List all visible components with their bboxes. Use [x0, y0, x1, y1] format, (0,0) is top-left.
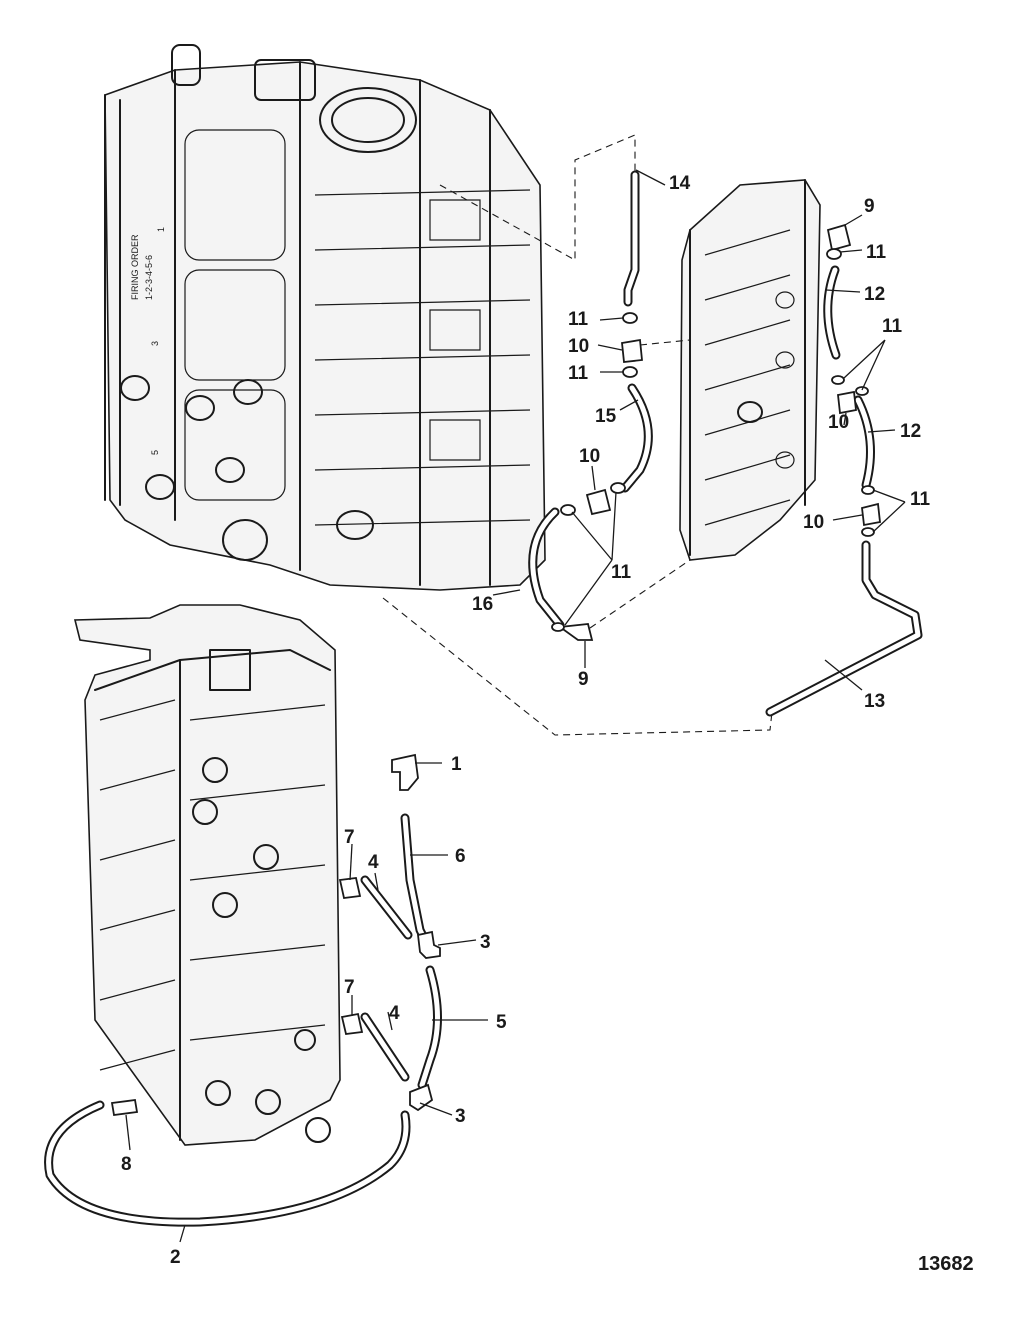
hose-2	[44, 1100, 411, 1227]
clamp-11-i	[610, 482, 626, 494]
callout-11-d: 11	[882, 316, 903, 337]
callout-11-f: 11	[611, 562, 632, 583]
stamp-cylinder-5: 5	[150, 450, 160, 455]
hose-6	[400, 813, 430, 945]
stamp-cylinder-1: 1	[156, 227, 166, 232]
dashed-line-10	[639, 339, 691, 346]
clamp-11-f	[861, 485, 875, 495]
callout-11-b: 11	[568, 363, 589, 384]
nipple-fitting-7-lower	[340, 1012, 364, 1035]
callout-3-lower: 3	[455, 1106, 466, 1127]
tee-fitting-10-d	[861, 502, 881, 527]
callout-11-c: 11	[866, 242, 887, 263]
callout-labels: 1 2 3 3 4 4 5 6 7 7 8 9 9 10 10 10 10 11…	[121, 173, 931, 1268]
lower-crankcase	[73, 604, 341, 1146]
dashed-line-14	[439, 134, 636, 261]
dashed-line-9-cover	[589, 559, 691, 629]
hose-13	[765, 540, 923, 717]
clamp-11-g	[861, 527, 875, 537]
callout-7-lower: 7	[344, 977, 355, 998]
clamp-11-h	[560, 504, 576, 516]
firing-order-stamp: FIRING ORDER 1-2-3-4-5-6 1 3 5	[130, 227, 166, 455]
hose-5	[417, 965, 442, 1090]
clamp-11-c	[826, 248, 842, 260]
tee-fitting-10-c	[837, 390, 857, 415]
callout-4-lower: 4	[389, 1003, 400, 1024]
clamp-11-e	[855, 386, 869, 396]
tee-fitting-10-b	[585, 488, 612, 516]
hose-16	[528, 507, 565, 630]
callout-8: 8	[121, 1154, 132, 1175]
callout-10-c: 10	[828, 412, 849, 433]
elbow-fitting-9-upper	[826, 223, 852, 252]
callout-13: 13	[864, 691, 885, 712]
dashed-line-9	[382, 597, 773, 736]
callout-14: 14	[669, 173, 691, 194]
callout-6: 6	[455, 846, 466, 867]
callout-10-a: 10	[568, 336, 589, 357]
figure-number: 13682	[918, 1253, 974, 1275]
callout-12-upper: 12	[864, 284, 885, 305]
assembly-reference-lines	[382, 134, 773, 736]
clamp-11-d	[831, 375, 845, 385]
stamp-firing-sequence: 1-2-3-4-5-6	[144, 255, 154, 300]
hose-12-upper	[823, 265, 841, 360]
hose-15	[620, 383, 653, 493]
stamp-firing-order: FIRING ORDER	[130, 234, 140, 300]
crankcase-cover-plate	[679, 179, 821, 561]
nipple-fitting-8	[110, 1098, 139, 1117]
nipple-fitting-7-upper	[338, 877, 362, 899]
hose-4-lower	[360, 1012, 410, 1082]
callout-16: 16	[472, 594, 493, 615]
hose-14	[623, 170, 640, 307]
elbow-fitting-1	[391, 753, 419, 791]
elbow-fitting-9-lower	[557, 623, 594, 641]
callout-12-lower: 12	[900, 421, 921, 442]
clamp-11-j	[551, 622, 565, 632]
callout-4-upper: 4	[368, 852, 379, 873]
callout-1: 1	[451, 754, 462, 775]
clamp-11-a	[622, 312, 638, 324]
tee-fitting-3-upper	[417, 930, 441, 959]
hose-12-lower	[853, 395, 875, 490]
tee-fitting-10-a	[621, 338, 643, 363]
hose-4-upper	[360, 875, 413, 940]
callout-11-a: 11	[568, 309, 589, 330]
callout-7-upper: 7	[344, 827, 355, 848]
callout-9-upper: 9	[864, 196, 875, 217]
callout-5: 5	[496, 1012, 507, 1033]
stamp-cylinder-3: 3	[150, 341, 160, 346]
callout-11-e: 11	[910, 489, 931, 510]
leader-lines	[125, 169, 906, 1243]
callout-2: 2	[170, 1247, 181, 1268]
callout-10-d: 10	[803, 512, 824, 533]
cylinder-block: FIRING ORDER 1-2-3-4-5-6 1 3 5	[104, 44, 546, 591]
clamp-11-b	[622, 366, 638, 378]
fittings	[110, 223, 881, 1117]
callout-3-upper: 3	[480, 932, 491, 953]
hoses	[44, 170, 923, 1227]
callout-15: 15	[595, 406, 617, 427]
callout-10-b: 10	[579, 446, 600, 467]
callout-9-lower: 9	[578, 669, 589, 690]
